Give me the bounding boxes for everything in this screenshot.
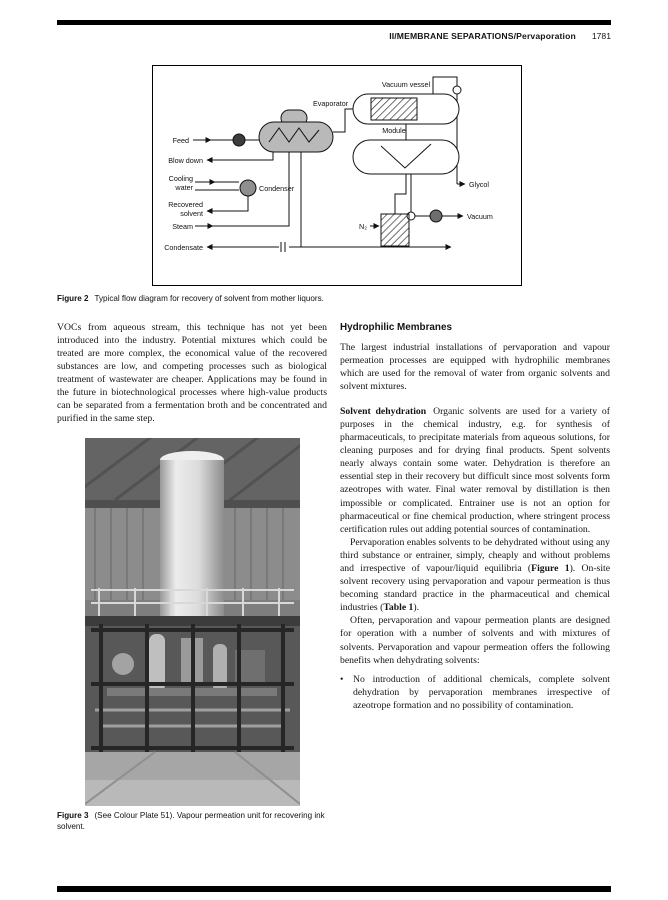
para3-text-b: ). On-site solvent recovery using pervap… bbox=[340, 563, 611, 614]
figure2-caption-text: Typical flow diagram for recovery of sol… bbox=[94, 294, 324, 303]
skid-frame bbox=[91, 624, 294, 757]
figure2-diagram: Vacuum vessel Module Evaporator Feed Blo… bbox=[164, 76, 493, 252]
left-column: VOCs from aqueous stream, this technique… bbox=[57, 321, 327, 833]
page-header: II/MEMBRANE SEPARATIONS/Pervaporation 17… bbox=[57, 20, 611, 41]
label-module: Module bbox=[382, 126, 406, 135]
figure3-caption: Figure 3(See Colour Plate 51). Vapour pe… bbox=[57, 811, 327, 832]
wall-panels bbox=[94, 508, 284, 601]
figure3-caption-text: (See Colour Plate 51). Vapour permeation… bbox=[57, 811, 325, 831]
label-glycol: Glycol bbox=[469, 180, 489, 189]
page-number: 1781 bbox=[591, 31, 611, 41]
footer-rule bbox=[57, 886, 611, 892]
label-blow-down: Blow down bbox=[168, 156, 203, 165]
paragraph-vocs: VOCs from aqueous stream, this technique… bbox=[57, 321, 327, 425]
demister-symbol bbox=[380, 143, 432, 169]
heating-coil-symbol bbox=[268, 127, 320, 143]
label-condenser: Condenser bbox=[259, 184, 295, 193]
label-feed: Feed bbox=[173, 136, 189, 145]
figure2-frame: Vacuum vessel Module Evaporator Feed Blo… bbox=[152, 65, 522, 286]
platform-railing bbox=[91, 588, 294, 619]
bullet-marker: • bbox=[340, 673, 344, 685]
running-head: II/MEMBRANE SEPARATIONS/Pervaporation bbox=[389, 31, 576, 41]
feed-pump bbox=[232, 133, 246, 147]
label-vacuum-vessel: Vacuum vessel bbox=[382, 80, 431, 89]
bullet-item: • No introduction of additional chemical… bbox=[340, 673, 610, 712]
figure3-photo bbox=[85, 438, 300, 807]
runin-heading: Solvent dehydration bbox=[340, 405, 427, 417]
diagram-labels: Vacuum vessel Module Evaporator Feed Blo… bbox=[164, 80, 493, 252]
bullet-text: No introduction of additional chemicals,… bbox=[353, 673, 610, 711]
paragraph-hydrophilic: The largest industrial installations of … bbox=[340, 341, 610, 392]
vacuum-pump bbox=[429, 209, 443, 223]
paragraph-pervaporation-enables: Pervaporation enables solvents to be deh… bbox=[340, 536, 610, 615]
label-steam: Steam bbox=[172, 222, 193, 231]
valve-symbol-top bbox=[452, 85, 462, 95]
figure1-reference: Figure 1 bbox=[531, 563, 570, 574]
two-column-body: VOCs from aqueous stream, this technique… bbox=[57, 321, 611, 833]
table1-reference: Table 1 bbox=[383, 602, 414, 614]
label-evaporator: Evaporator bbox=[313, 99, 349, 108]
para3-text-c: ). bbox=[413, 602, 420, 614]
figure2-caption: Figure 2 Typical flow diagram for recover… bbox=[57, 294, 611, 305]
section-heading: Hydrophilic Membranes bbox=[340, 321, 452, 333]
evaporator-shape bbox=[258, 121, 334, 153]
para3-text-a: Pervaporation enables solvents to be deh… bbox=[340, 536, 610, 574]
running-head-row: II/MEMBRANE SEPARATIONS/Pervaporation 17… bbox=[57, 31, 611, 41]
label-n2: N₂ bbox=[359, 222, 367, 231]
receiver-vessel-shape bbox=[352, 139, 460, 175]
equipment-shapes bbox=[232, 85, 462, 247]
paragraph-often: Often, pervaporation and vapour permeati… bbox=[340, 615, 610, 666]
n2-vessel-shape bbox=[380, 213, 410, 247]
label-vacuum: Vacuum bbox=[467, 212, 493, 221]
tank-cylinder bbox=[160, 460, 224, 619]
label-condensate: Condensate bbox=[164, 243, 203, 252]
module-shape bbox=[370, 97, 418, 121]
header-rule bbox=[57, 20, 611, 25]
figure2-caption-label: Figure 2 bbox=[57, 294, 89, 303]
condenser-shape bbox=[239, 179, 257, 197]
figure3-caption-label: Figure 3 bbox=[57, 811, 89, 821]
solvent-dehydration-text: Organic solvents are used for a variety … bbox=[340, 405, 610, 535]
figure3-photo-image bbox=[85, 438, 300, 807]
right-column: Hydrophilic Membranes The largest indust… bbox=[340, 321, 610, 833]
